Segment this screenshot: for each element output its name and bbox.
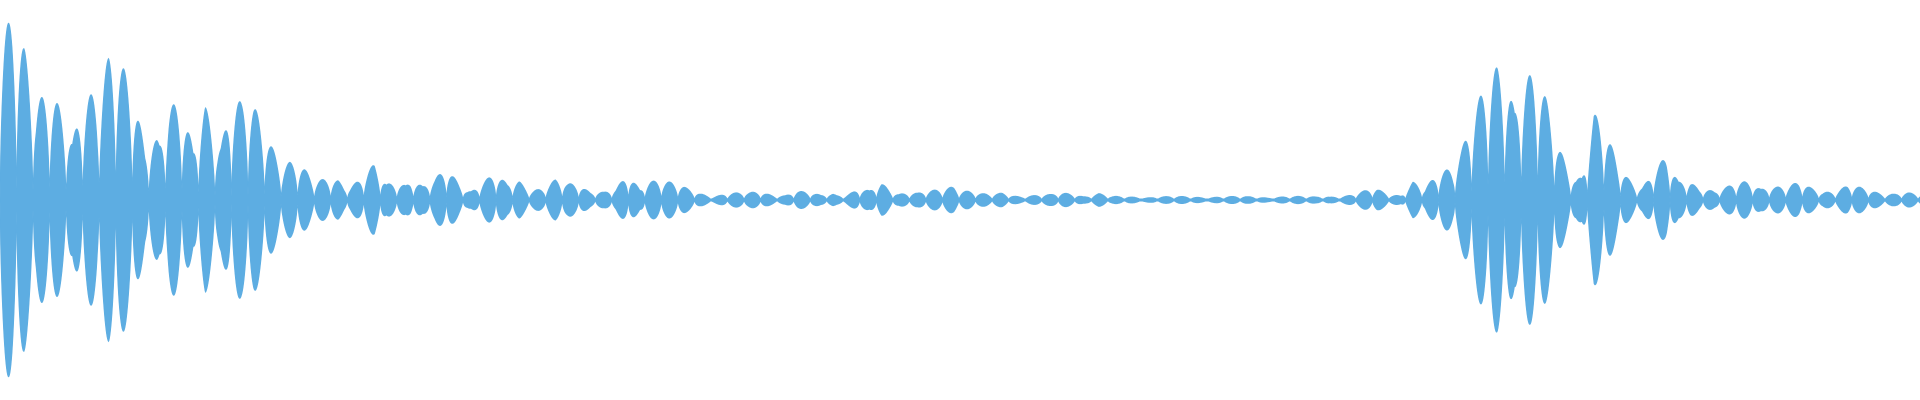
waveform-path — [0, 22, 1920, 378]
